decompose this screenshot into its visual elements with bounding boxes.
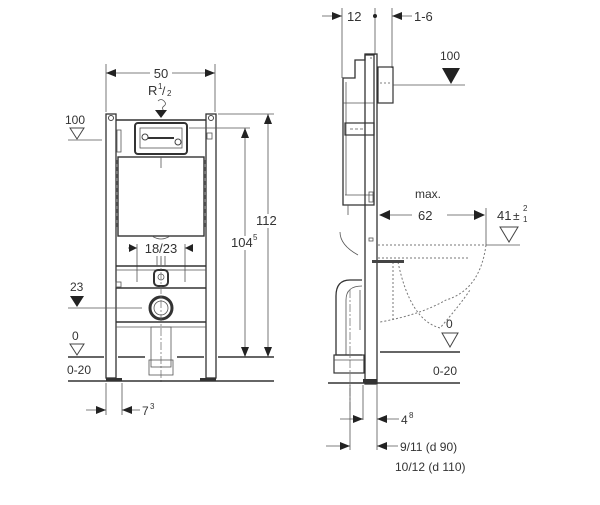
level-triangle-icon bbox=[441, 332, 459, 349]
level-triangle-icon bbox=[69, 127, 85, 140]
seat-height-label: 41 bbox=[497, 208, 511, 223]
cistern-body bbox=[117, 156, 205, 237]
connection-spacing-label: 18/23 bbox=[145, 241, 178, 256]
seat-height-marker: 41 ± 2 1 bbox=[486, 204, 528, 246]
max-label: max. bbox=[415, 187, 441, 201]
wall-gap-label: 1-6 bbox=[414, 9, 433, 24]
frame-offset-label: 4 bbox=[401, 413, 408, 427]
level-23-marker: 23 bbox=[68, 280, 142, 309]
foot-offset-sup: 3 bbox=[150, 402, 155, 411]
level-triangle-filled-icon bbox=[442, 68, 460, 84]
thread-frac-num: 1 bbox=[158, 82, 163, 91]
frame-vertical-rail bbox=[364, 53, 378, 385]
seat-tol-plus: 2 bbox=[523, 204, 528, 213]
water-supply-icon bbox=[157, 99, 166, 112]
pipe-offset-d90-label: 9/11 (d 90) bbox=[400, 440, 457, 454]
floor-level-label: 0 bbox=[72, 329, 79, 343]
level-triangle-filled-icon bbox=[70, 296, 84, 307]
thread-frac-den: 2 bbox=[167, 89, 172, 98]
depth-dimension: 12 1-6 bbox=[322, 8, 433, 78]
mounting-bolt bbox=[372, 260, 404, 263]
seat-tol-minus: 1 bbox=[523, 215, 528, 224]
front-view: 50 R 1 / 2 100 bbox=[65, 64, 278, 418]
height-dimensions: 112 104 5 bbox=[189, 113, 278, 357]
foot-offset-dimension: 7 3 bbox=[86, 383, 155, 418]
level-triangle-icon bbox=[69, 343, 85, 356]
inner-height-sup: 5 bbox=[253, 233, 258, 242]
bowl-projection-label: 62 bbox=[418, 208, 432, 223]
toilet-bowl-outline bbox=[378, 244, 487, 323]
thread-label: R 1 / 2 bbox=[148, 82, 172, 118]
frame-left-leg bbox=[105, 113, 117, 379]
supply-arrow-icon bbox=[155, 110, 167, 118]
connection-spacing-dimension: 18/23 bbox=[128, 241, 193, 282]
width-dimension: 50 bbox=[105, 64, 216, 112]
inner-height-label: 104 bbox=[231, 235, 253, 250]
cistern-side-profile bbox=[342, 54, 375, 206]
level-triangle-icon bbox=[499, 226, 519, 243]
frame-right-leg bbox=[205, 113, 217, 379]
floor-level-marker: 0 0-20 bbox=[67, 329, 274, 377]
drain-socket bbox=[333, 354, 365, 374]
side-view: 12 1-6 100 max. bbox=[322, 8, 528, 474]
frame-offset-sup: 8 bbox=[409, 411, 414, 420]
total-height-label: 112 bbox=[256, 213, 277, 228]
level-100-right-marker: 100 bbox=[440, 49, 460, 84]
thread-frac-slash: / bbox=[162, 84, 166, 98]
bottom-offset-dimensions: 4 8 9/11 (d 90) 10/12 (d 110) bbox=[326, 385, 466, 474]
drain-bend-pipe bbox=[335, 279, 362, 356]
bowl-projection-dimension: max. 62 bbox=[379, 187, 487, 246]
pipe-offset-d110-label: 10/12 (d 110) bbox=[395, 460, 466, 474]
side-floor-level-marker: 0 0-20 bbox=[328, 317, 460, 384]
floor-range-label: 0-20 bbox=[67, 363, 91, 377]
level-100-label: 100 bbox=[65, 113, 85, 127]
actuator-side bbox=[377, 66, 394, 104]
side-floor-level-label: 0 bbox=[446, 317, 453, 331]
width-label: 50 bbox=[154, 66, 168, 81]
plus-minus-sign: ± bbox=[513, 209, 520, 223]
side-floor-range-label: 0-20 bbox=[433, 364, 457, 378]
depth-label: 12 bbox=[347, 9, 361, 24]
foot-offset-label: 7 bbox=[142, 404, 149, 418]
level-100-marker: 100 bbox=[65, 113, 102, 141]
thread-label-main: R bbox=[148, 83, 157, 98]
drain-level-label: 23 bbox=[70, 280, 84, 294]
side-level-100-label: 100 bbox=[440, 49, 460, 63]
flush-actuator-plate bbox=[134, 122, 188, 155]
